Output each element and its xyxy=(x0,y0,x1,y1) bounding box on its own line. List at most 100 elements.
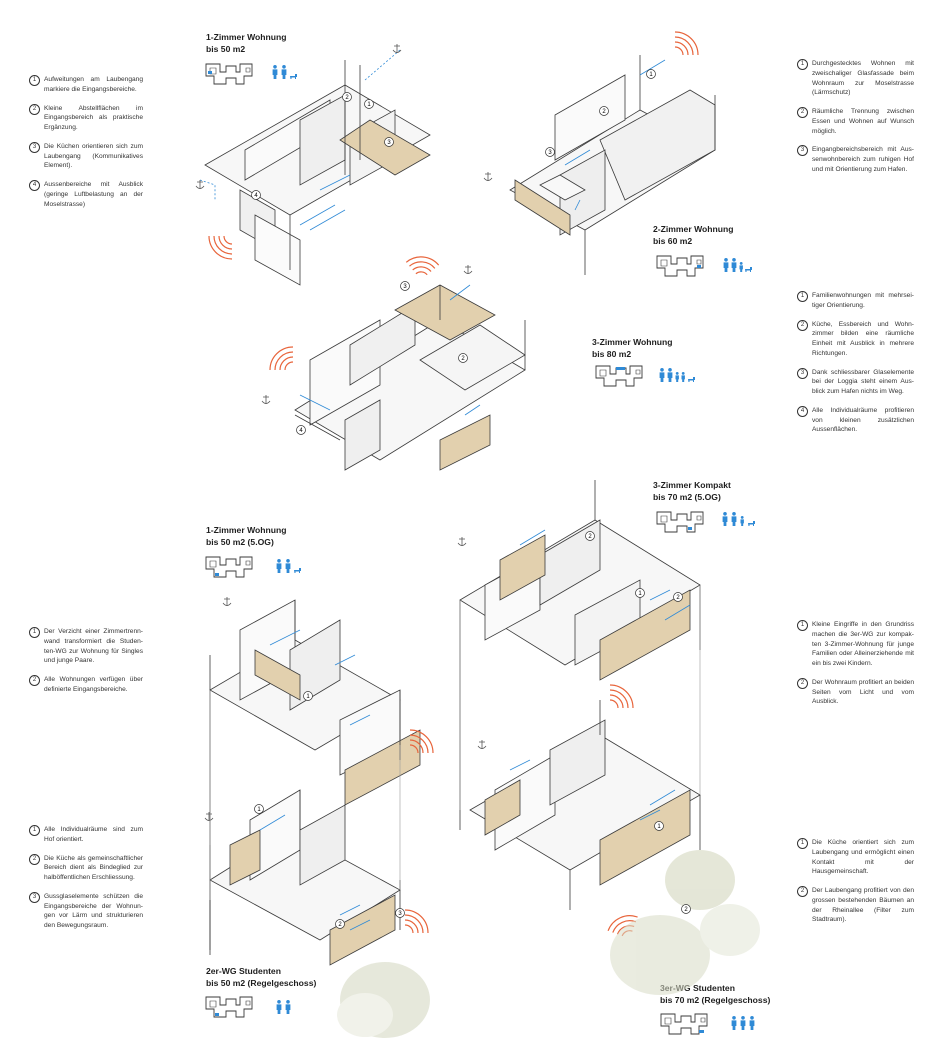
marker-badge: 4 xyxy=(29,180,40,191)
marker-badge: 3 xyxy=(797,367,808,379)
marker-label: 1 xyxy=(657,824,661,830)
key-plan xyxy=(656,255,704,277)
note-item: 1 Alle Individualräume sind zum Hof orien… xyxy=(29,825,143,845)
marker: 1 xyxy=(635,588,645,598)
note-text: Der Laubengang profitiert von den grosse… xyxy=(812,887,914,924)
marker: 2 xyxy=(681,904,691,914)
unit-area: bis 50 m2 (5.OG) xyxy=(206,536,274,547)
stacking-lines xyxy=(209,585,701,900)
marker-badge: 2 xyxy=(797,886,808,897)
marker-badge: 1 xyxy=(797,620,808,631)
marker-label: 1 xyxy=(638,591,642,597)
notes-6: 1 Alle Individualräume sind zum Hof orien… xyxy=(29,825,143,940)
marker-badge: 2 xyxy=(29,103,40,115)
marker: 2 xyxy=(335,919,345,929)
note-item: 2 Der Laubengang profitiert von den gross… xyxy=(797,886,914,925)
note-text: Aufweitungen am Laubengang markiere die … xyxy=(44,76,143,93)
notes-1: 1 Aufweitungen am Laubengang markiere die… xyxy=(29,75,143,218)
note-text: Die Küchen orientieren sich zum Laubenga… xyxy=(44,142,143,170)
note-item: 1 Aufweitungen am Laubengang markiere die… xyxy=(29,75,143,95)
marker-badge: 1 xyxy=(29,627,40,638)
note-text: Der Wohnraum profitiert an bei­den Seite… xyxy=(812,678,914,706)
unit-highlight xyxy=(616,367,625,370)
marker-badge: 1 xyxy=(797,291,808,302)
marker: 3 xyxy=(400,281,410,291)
unit-name: 3-Zimmer Wohnung xyxy=(592,337,673,347)
marker-label: 4 xyxy=(254,193,258,199)
note-item: 3 Eingangbereichsbereich mit Aus­senwohnb… xyxy=(797,145,914,174)
marker-badge: 1 xyxy=(797,59,808,70)
unit-name: 3-Zimmer Kompakt xyxy=(653,480,731,490)
marker: 2 xyxy=(585,531,595,541)
marker-label: 1 xyxy=(306,694,310,700)
marker-label: 2 xyxy=(345,95,349,101)
marker-label: 2 xyxy=(676,595,680,601)
unit-highlight xyxy=(215,573,219,576)
unit-area: bis 80 m2 xyxy=(592,348,632,359)
key-plan xyxy=(205,996,253,1018)
marker-label: 1 xyxy=(367,102,371,108)
iso-unit-7 xyxy=(469,700,701,910)
marker-badge: 2 xyxy=(29,675,40,686)
iso-unit-1 xyxy=(199,49,431,286)
marker-badge: 3 xyxy=(797,145,808,157)
marker-badge: 1 xyxy=(797,838,808,849)
unit-name: 3er-WG Studenten xyxy=(660,983,735,993)
note-text: Kleine Eingriffe in den Grundriss machen… xyxy=(812,621,914,667)
marker: 2 xyxy=(599,106,609,116)
note-item: 1 Der Verzicht einer Zimmertrenn­wand tra… xyxy=(29,627,143,666)
unit-name: 2-Zimmer Wohnung xyxy=(653,224,734,234)
key-plan xyxy=(205,556,253,578)
note-text: Alle Wohnungen verfügen über definierte … xyxy=(44,676,143,693)
marker-label: 3 xyxy=(398,911,402,917)
note-text: Gussglaselemente schützen die Eingangsbe… xyxy=(44,892,143,929)
marker-badge: 4 xyxy=(797,405,808,417)
key-plan xyxy=(595,365,643,387)
marker: 1 xyxy=(364,99,374,109)
note-text: Dank schliessbarer Glaselemente bei der … xyxy=(812,368,914,396)
iso-unit-6 xyxy=(209,789,401,966)
unit-highlight xyxy=(699,1030,704,1033)
unit-area: bis 70 m2 (5.OG) xyxy=(653,491,721,502)
iso-unit-2 xyxy=(509,55,716,275)
note-item: 2 Alle Wohnungen verfügen über definierte… xyxy=(29,675,143,695)
unit-area: bis 50 m2 xyxy=(206,43,246,54)
marker-label: 1 xyxy=(649,72,653,78)
marker-badge: 3 xyxy=(29,141,40,153)
note-text: Der Verzicht einer Zimmertrenn­wand tran… xyxy=(44,628,143,665)
marker: 3 xyxy=(384,137,394,147)
marker-badge: 1 xyxy=(29,75,40,86)
note-text: Eingangbereichsbereich mit Aus­senwohnbe… xyxy=(812,146,914,173)
marker: 3 xyxy=(395,908,405,918)
note-text: Alle Individualräume sind zum Hof orient… xyxy=(44,826,143,843)
unit-name: 1-Zimmer Wohnung xyxy=(206,32,287,42)
unit-name: 2er-WG Studenten xyxy=(206,966,281,976)
marker-badge: 1 xyxy=(29,825,40,836)
note-item: 1 Kleine Eingriffe in den Grundriss mache… xyxy=(797,620,914,669)
marker: 1 xyxy=(254,804,264,814)
note-item: 3 Die Küchen orientieren sich zum Laubeng… xyxy=(29,141,143,171)
unit-highlight xyxy=(208,71,212,74)
note-text: Küche, Essbereich und Wohn­zimmer bilden… xyxy=(812,320,914,357)
marker-label: 2 xyxy=(338,922,342,928)
marker-label: 2 xyxy=(588,534,592,540)
iso-unit-3 xyxy=(294,284,526,471)
note-text: Kleine Abstellflächen im Eingangs­bereic… xyxy=(44,104,143,132)
key-plan xyxy=(660,1013,708,1035)
marker-label: 3 xyxy=(403,284,407,290)
unit-highlight xyxy=(697,265,701,268)
unit-area: bis 70 m2 (Regelgeschoss) xyxy=(660,994,771,1005)
